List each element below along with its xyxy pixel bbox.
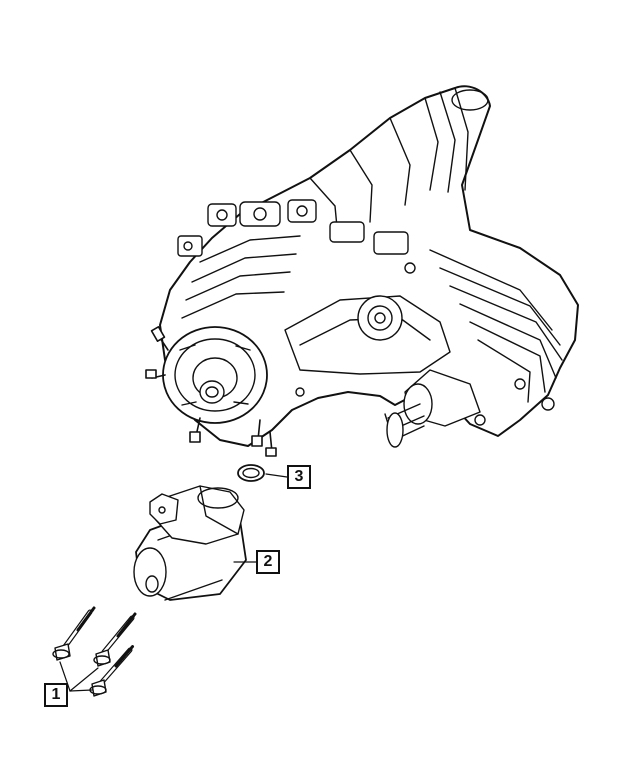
motor-icon (133, 485, 247, 601)
seal-ring-icon (237, 464, 265, 482)
bolt-a (52, 606, 96, 661)
leader-lines (59, 473, 288, 692)
bolt-icon (52, 606, 137, 697)
bolt-b (93, 612, 137, 667)
transfer-case-assembly (145, 85, 579, 457)
callout-3: 3 (287, 465, 311, 489)
output-shaft (384, 369, 481, 448)
callout-2: 2 (256, 550, 280, 574)
mounting-studs (145, 326, 277, 457)
callout-1: 1 (44, 683, 68, 707)
